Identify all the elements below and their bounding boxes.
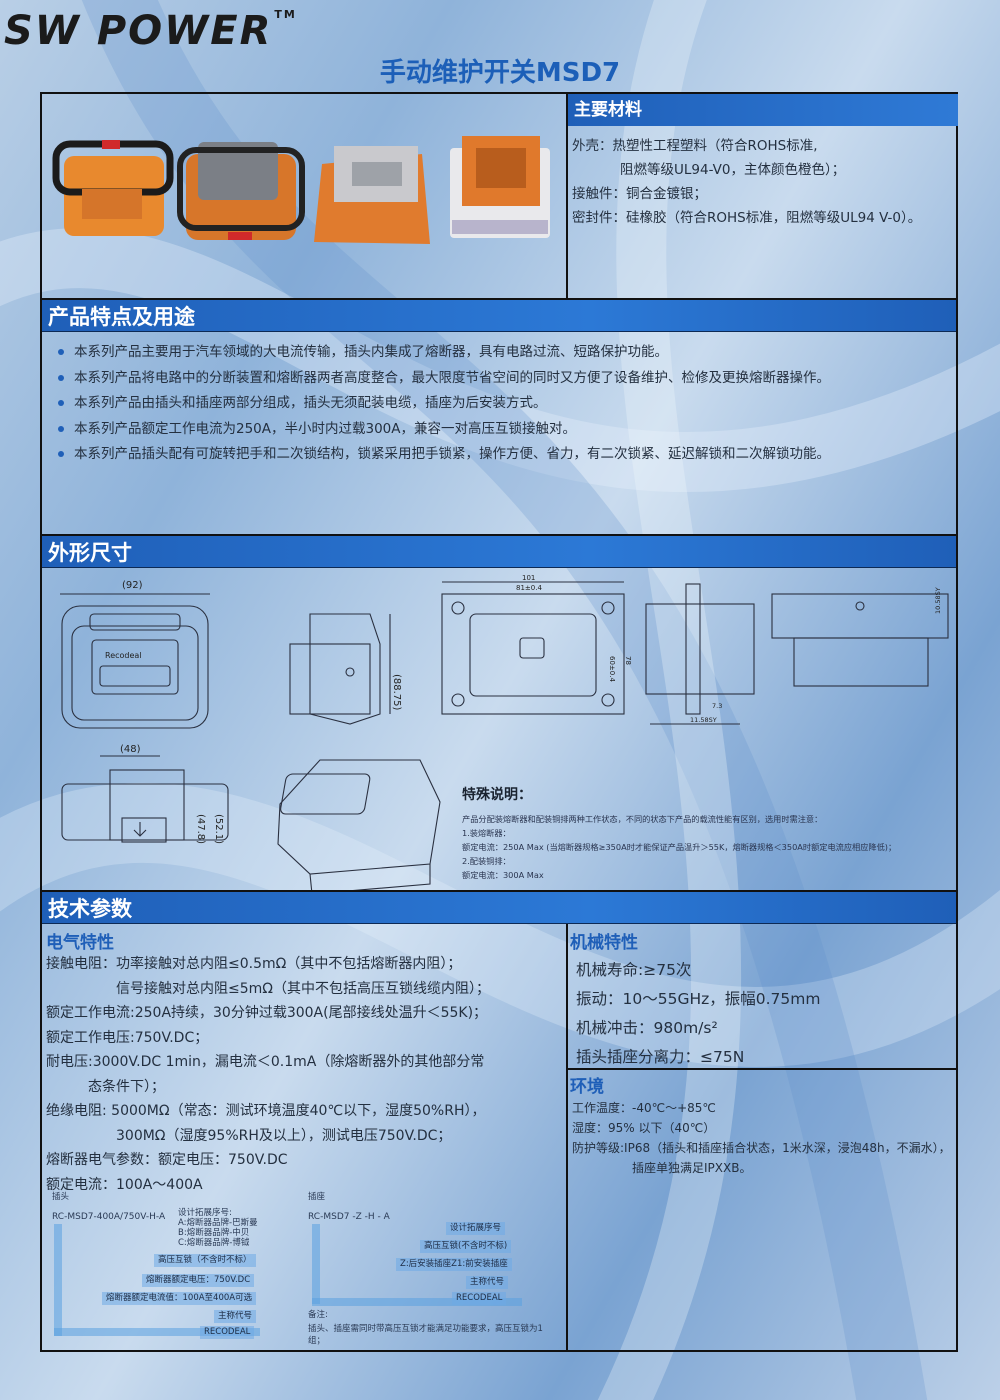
features-heading: 产品特点及用途 bbox=[42, 298, 956, 332]
spec-line: 湿度：95% 以下（40℃） bbox=[572, 1121, 716, 1135]
special-notes: 特殊说明： 产品分配装熔断器和配装铜排两种工作状态，不同的状态下产品的载流性能有… bbox=[462, 784, 957, 882]
socket-code-title: 插座 bbox=[308, 1192, 326, 1202]
dim-label: 7.3 bbox=[712, 702, 722, 710]
divider bbox=[566, 924, 568, 1352]
dim-label: (47.8) bbox=[195, 814, 206, 844]
document-title: 手动维护开关MSD7 bbox=[379, 58, 621, 88]
feature-item: 本系列产品主要用于汽车领域的大电流传输，插头内集成了熔断器，具有电路过流、短路保… bbox=[52, 340, 942, 366]
spec-line: 插座单独满足IPXXB。 bbox=[572, 1161, 752, 1175]
dimension-drawings: (92) Recodeal (88.75) 101 81±0.4 60±0.4 … bbox=[60, 574, 949, 894]
feature-item: 本系列产品插头配有可旋转把手和二次锁结构，锁紧采用把手锁紧，操作方便、省力，有二… bbox=[52, 442, 942, 468]
special-note-line: 产品分配装熔断器和配装铜排两种工作状态，不同的状态下产品的载流性能有区别，选用时… bbox=[462, 814, 823, 824]
environment-heading: 环境 bbox=[570, 1077, 604, 1097]
spec-line: 机械冲击：980m/s² bbox=[576, 1019, 718, 1037]
spec-line: 接触电阻：功率接触对总内阻≤0.5mΩ（其中不包括熔断器内阻）； bbox=[46, 956, 462, 972]
plug-code-title: 插头 bbox=[52, 1192, 70, 1202]
plug-code-label: 熔断器额定电压：750V.DC bbox=[142, 1274, 255, 1287]
socket-code-label: 高压互锁(不含时不标) bbox=[420, 1240, 512, 1253]
divider bbox=[568, 1068, 958, 1070]
spec-line: 信号接触对总内阻≤5mΩ（其中不包括高压互锁线缆内阻）； bbox=[46, 980, 490, 997]
features-list: 本系列产品主要用于汽车领域的大电流传输，插头内集成了熔断器，具有电路过流、短路保… bbox=[52, 340, 942, 468]
dim-label: 10.58SY bbox=[934, 587, 942, 614]
specs-heading: 技术参数 bbox=[42, 890, 956, 924]
socket-note: 插头、插座需同时带高压互锁才能满足功能要求，高压互锁为1组； bbox=[308, 1324, 543, 1346]
electrical-specs: 接触电阻：功率接触对总内阻≤0.5mΩ（其中不包括熔断器内阻）； 信号接触对总内… bbox=[46, 952, 566, 1197]
spec-line: 工作温度：-40℃～+85℃ bbox=[572, 1101, 716, 1115]
spec-line: 态条件下）； bbox=[46, 1078, 165, 1095]
special-notes-heading: 特殊说明： bbox=[462, 787, 532, 803]
socket-code-label: 主称代号 bbox=[466, 1276, 509, 1289]
feature-item: 本系列产品由插头和插座两部分组成，插头无须配装电缆，插座为后安装方式。 bbox=[52, 391, 942, 417]
code-bracket bbox=[54, 1328, 260, 1336]
product-photos bbox=[52, 136, 550, 244]
dimensions-heading: 外形尺寸 bbox=[42, 534, 956, 568]
spec-line: 插头插座分离力：≤75N bbox=[576, 1048, 745, 1066]
special-note-line: 额定电流：250A Max (当熔断器规格≥350A时才能保证产品温升＞55K，… bbox=[462, 842, 897, 852]
material-flame-rating: 阻燃等级UL94-V0，主体颜色橙色）； bbox=[620, 162, 846, 178]
material-contacts: 接触件：铜合金镀银； bbox=[572, 186, 707, 202]
socket-code-label: 设计拓展序号 bbox=[446, 1222, 506, 1235]
divider bbox=[566, 94, 568, 298]
dim-label: 81±0.4 bbox=[516, 584, 542, 592]
spec-line: 机械寿命:≥75次 bbox=[576, 961, 692, 979]
plug-code-label: 主称代号 bbox=[214, 1310, 257, 1323]
spec-line: 防护等级:IP68（插头和插座插合状态，1米水深，浸泡48h，不漏水）， bbox=[572, 1141, 951, 1155]
socket-note-title: 备注: bbox=[308, 1310, 328, 1320]
dim-label: 78 bbox=[624, 656, 632, 665]
plug-design-options: 设计拓展序号: A:熔断器品牌-巴斯曼 B:熔断器品牌-中贝 C:熔断器品牌-博… bbox=[178, 1208, 258, 1248]
socket-code-label: Z:后安装插座Z1:前安装插座 bbox=[396, 1258, 512, 1271]
materials-heading: 主要材料 bbox=[568, 94, 958, 126]
dim-label: (88.75) bbox=[391, 674, 402, 711]
mechanical-heading: 机械特性 bbox=[570, 933, 638, 953]
plug-code: RC-MSD7-400A/750V-H-A bbox=[52, 1212, 166, 1222]
spec-line: 熔断器电气参数：额定电压：750V.DC bbox=[46, 1152, 288, 1168]
socket-code: RC-MSD7 -Z -H - A bbox=[308, 1212, 390, 1222]
dim-label: 60±0.4 bbox=[608, 656, 616, 682]
dim-label: (92) bbox=[122, 580, 143, 591]
spec-sheet-frame: 主要材料 外壳：热塑性工程塑料（符合ROHS标准, 阻燃等级UL94-V0，主体… bbox=[40, 92, 958, 1352]
dim-label: 11.58SY bbox=[690, 716, 717, 724]
dim-label: 101 bbox=[522, 574, 535, 582]
feature-item: 本系列产品将电路中的分断装置和熔断器两者高度整合，最大限度节省空间的同时又方便了… bbox=[52, 366, 942, 392]
electrical-heading: 电气特性 bbox=[46, 933, 114, 953]
spec-line: 额定工作电流:250A持续，30分钟过载300A(尾部接线处温升＜55K)； bbox=[46, 1005, 488, 1021]
spec-line: 绝缘电阻: 5000MΩ（常态：测试环境温度40℃以下，湿度50%RH）， bbox=[46, 1103, 486, 1119]
material-seal: 密封件：硅橡胶（符合ROHS标准，阻燃等级UL94 V-0）。 bbox=[572, 210, 922, 226]
mechanical-specs: 机械寿命:≥75次 振动：10～55GHz，振幅0.75mm 机械冲击：980m… bbox=[576, 956, 820, 1072]
socket-code-label: RECODEAL bbox=[452, 1292, 507, 1305]
environment-specs: 工作温度：-40℃～+85℃ 湿度：95% 以下（40℃） 防护等级:IP68（… bbox=[572, 1098, 951, 1178]
special-note-line: 2.配装铜排： bbox=[462, 856, 511, 866]
plug-code-label: 熔断器额定电流值：100A至400A可选 bbox=[102, 1292, 257, 1305]
special-note-line: 1.装熔断器： bbox=[462, 828, 511, 838]
spec-line: 额定电流：100A～400A bbox=[46, 1176, 203, 1193]
feature-item: 本系列产品额定工作电流为250A，半小时内过载300A，兼容一对高压互锁接触对。 bbox=[52, 417, 942, 443]
code-bracket bbox=[312, 1298, 522, 1306]
dim-label: (52.1) bbox=[213, 814, 224, 844]
brand-mark-label: Recodeal bbox=[105, 651, 142, 660]
spec-line: 振动：10～55GHz，振幅0.75mm bbox=[576, 990, 821, 1008]
special-note-line: 额定电流：300A Max bbox=[462, 870, 544, 880]
spec-line: 300MΩ（湿度95%RH及以上），测试电压750V.DC； bbox=[46, 1127, 452, 1144]
plug-code-label: 高压互锁（不含时不标） bbox=[154, 1254, 256, 1267]
spec-line: 额定工作电压:750V.DC； bbox=[46, 1029, 209, 1046]
dim-label: (48) bbox=[120, 744, 141, 755]
code-bracket bbox=[312, 1224, 320, 1304]
spec-line: 耐电压:3000V.DC 1min，漏电流＜0.1mA（除熔断器外的其他部分常 bbox=[46, 1054, 485, 1070]
code-bracket bbox=[54, 1224, 62, 1336]
plug-code-label: RECODEAL bbox=[200, 1326, 255, 1339]
material-housing: 外壳：热塑性工程塑料（符合ROHS标准, bbox=[572, 138, 818, 154]
